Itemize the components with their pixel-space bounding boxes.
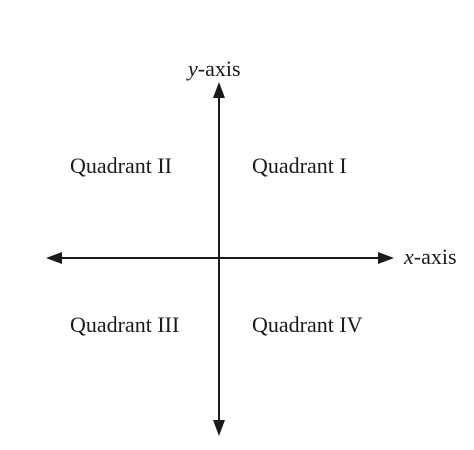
y-axis-top-arrowhead bbox=[213, 82, 225, 98]
quadrant-ii-label: Quadrant II bbox=[70, 153, 173, 178]
x-axis-right-arrowhead bbox=[378, 252, 394, 264]
quadrant-iii-label: Quadrant III bbox=[70, 312, 180, 337]
y-axis-bottom-arrowhead bbox=[213, 420, 225, 436]
x-axis-variable: x bbox=[404, 244, 414, 269]
x-axis-left-arrowhead bbox=[46, 252, 62, 264]
y-axis-label: y-axis bbox=[188, 58, 241, 80]
x-axis-label: x-axis bbox=[404, 246, 457, 268]
x-axis-label-suffix: -axis bbox=[413, 244, 457, 269]
y-axis-label-suffix: -axis bbox=[197, 56, 241, 81]
y-axis-variable: y bbox=[188, 56, 198, 81]
quadrant-iv-label: Quadrant IV bbox=[252, 312, 363, 337]
quadrant-i-label: Quadrant I bbox=[252, 153, 347, 178]
